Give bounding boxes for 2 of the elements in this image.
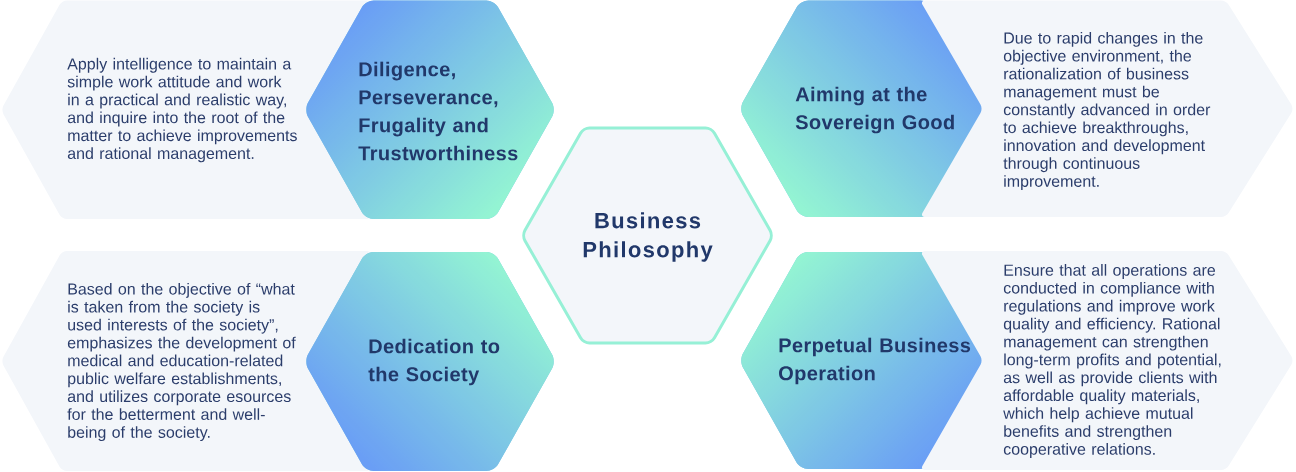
hexagon: Dedication to the Society [306, 252, 554, 471]
center-hexagon: Business Philosophy [522, 126, 773, 345]
